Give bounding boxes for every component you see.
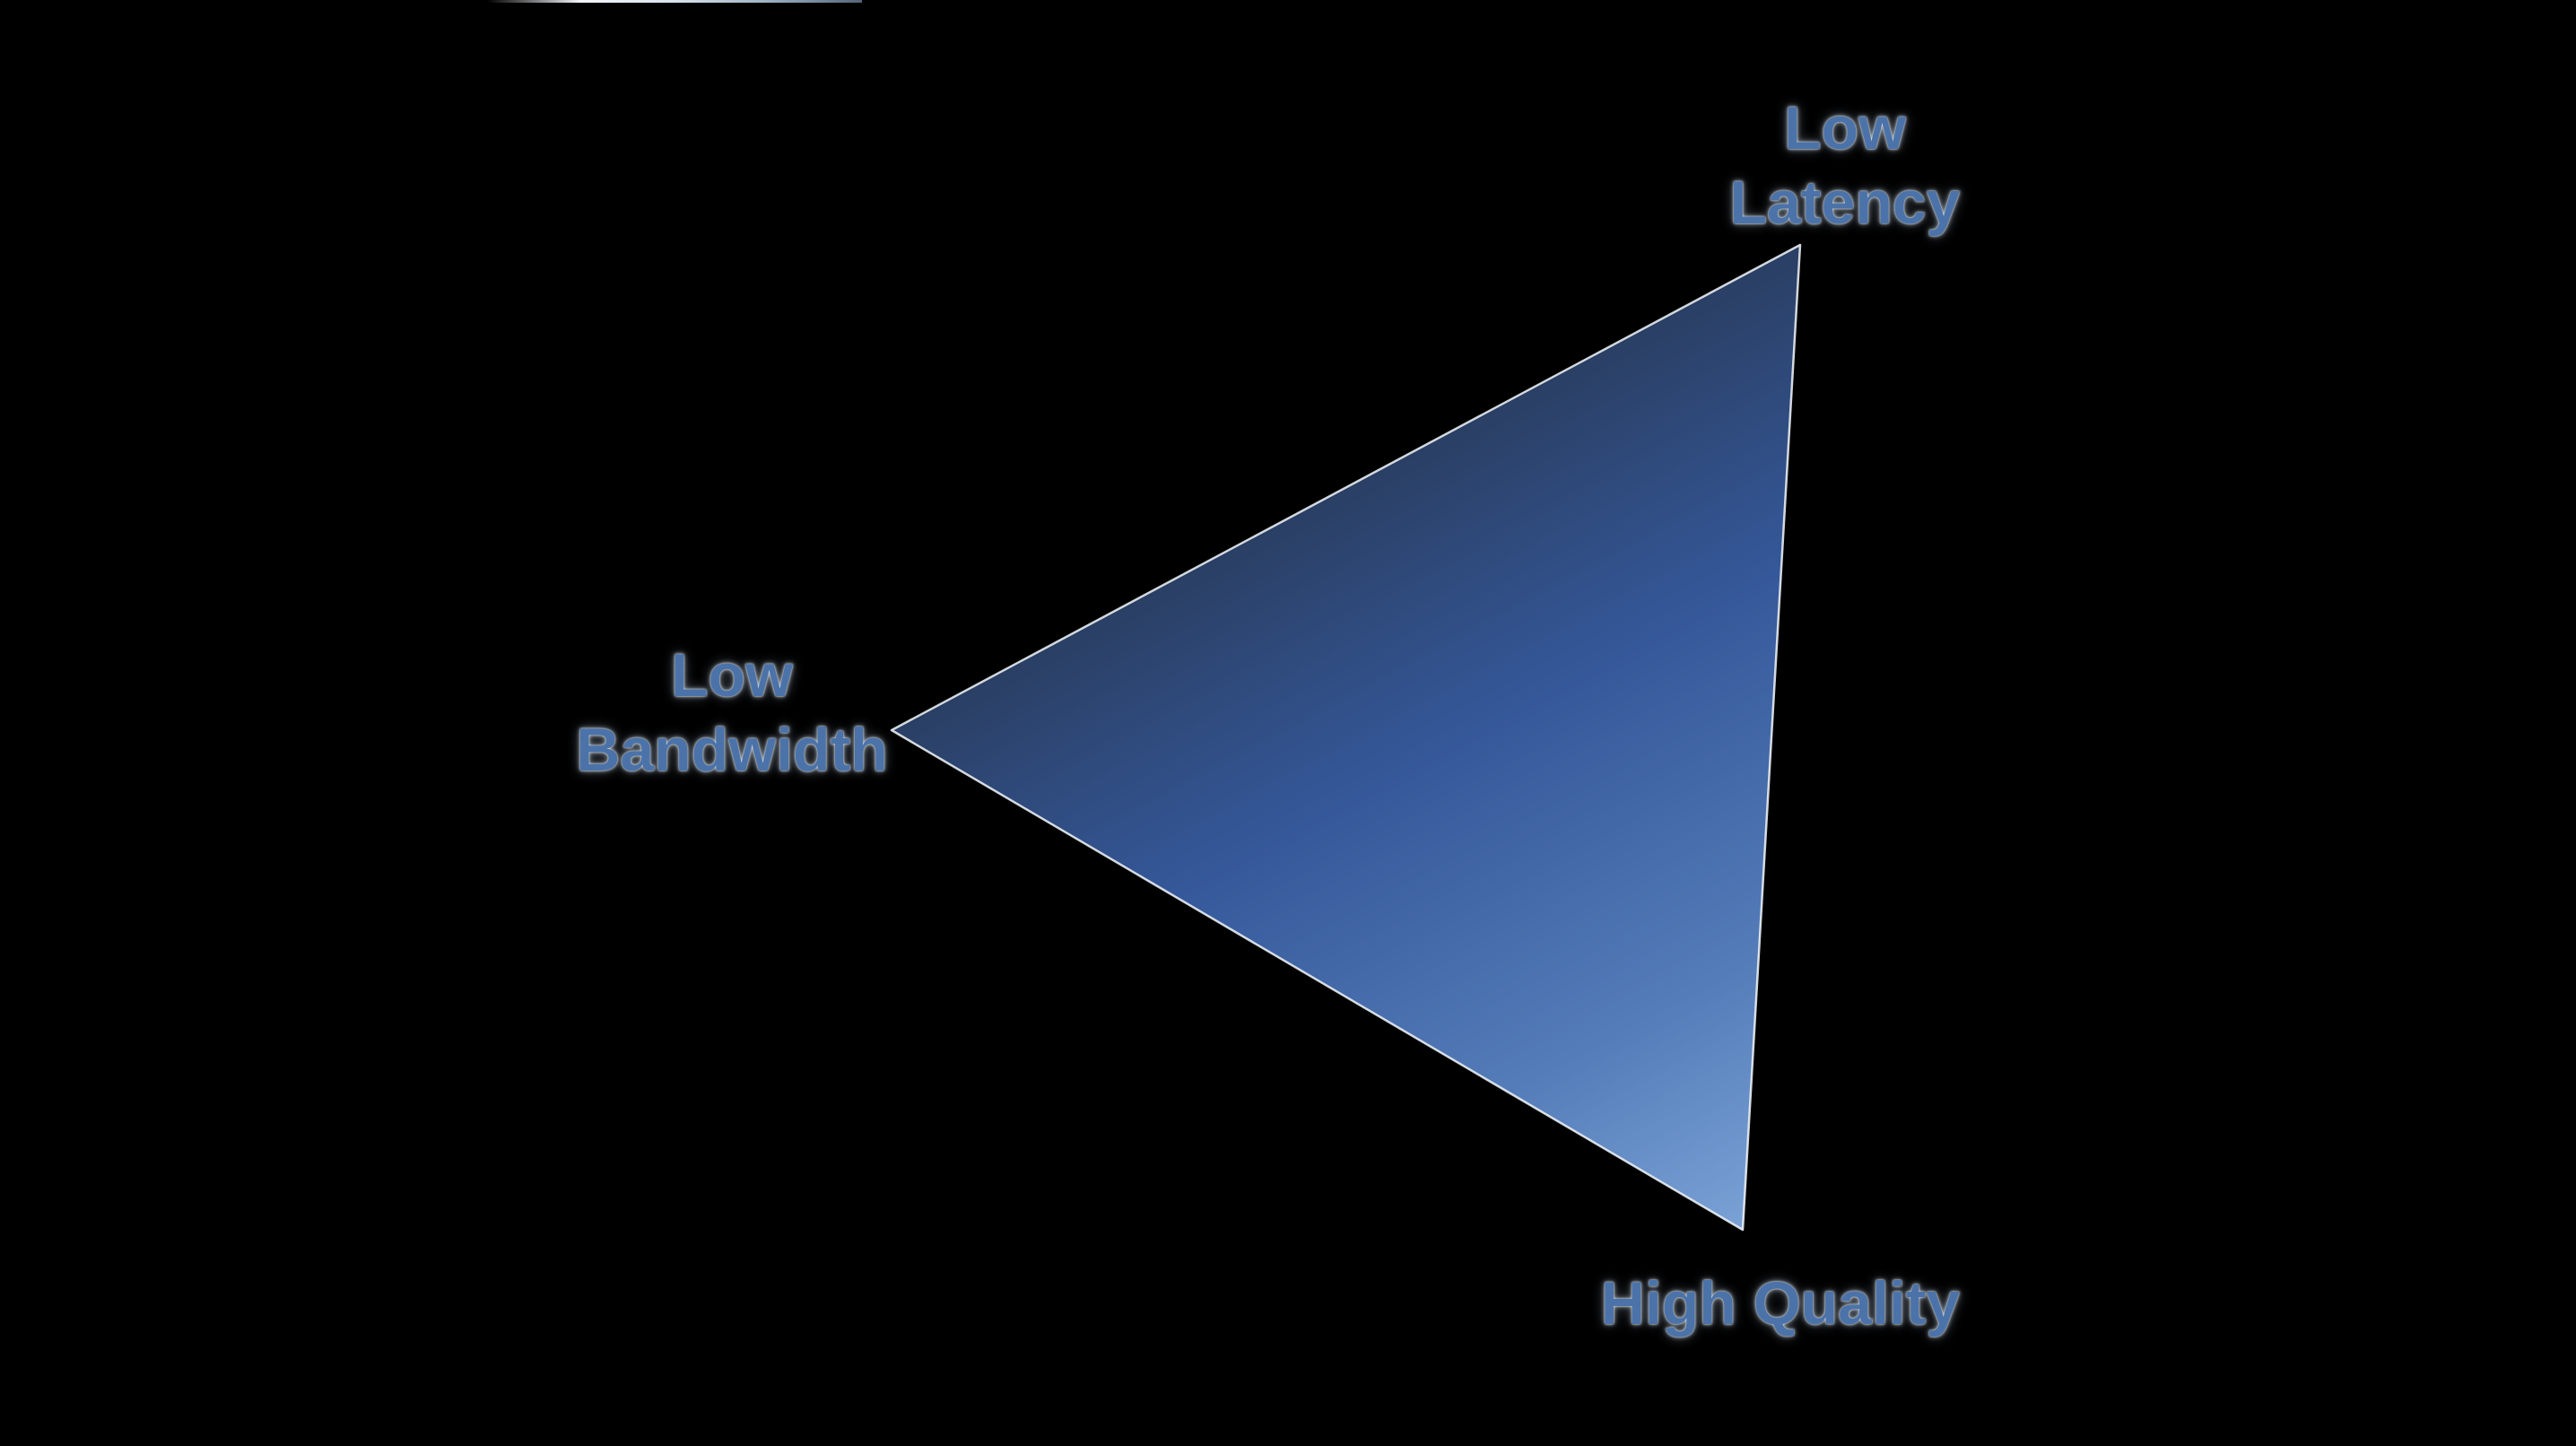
tradeoff-triangle-shape bbox=[890, 243, 1802, 1232]
vertex-label-low-bandwidth: Low Bandwidth bbox=[576, 639, 888, 788]
vertex-label-line: High Quality bbox=[1600, 1269, 1961, 1337]
vertex-label-line: Low bbox=[671, 641, 793, 710]
vertex-label-line: Latency bbox=[1729, 168, 1961, 237]
vertex-label-line: Low bbox=[1784, 94, 1906, 162]
vertex-label-line: Bandwidth bbox=[576, 715, 888, 784]
vertex-label-high-quality: High Quality bbox=[1601, 1267, 1960, 1341]
vertex-label-low-latency: Low Latency bbox=[1730, 91, 1961, 240]
